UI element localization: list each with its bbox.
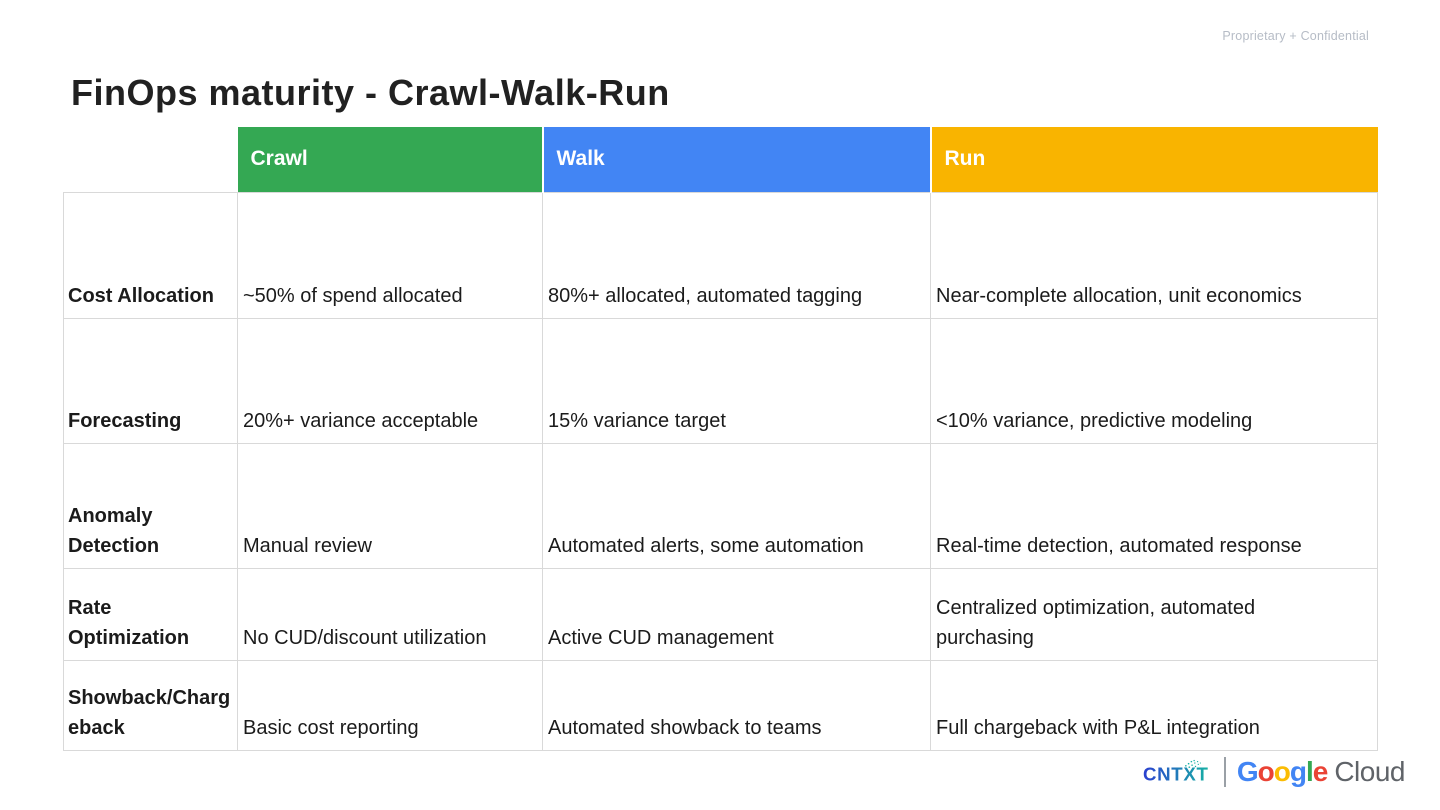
cell-run: <10% variance, predictive modeling — [930, 317, 1378, 444]
maturity-table-container: Crawl Walk Run Cost Allocation ~50% of s… — [63, 127, 1378, 751]
row-header: Anomaly Detection — [63, 442, 238, 569]
cntxt-logo-text: CNTXT — [1143, 763, 1209, 784]
column-header-crawl: Crawl — [237, 127, 543, 192]
google-cloud-label: Cloud — [1334, 756, 1405, 787]
cell-crawl: Manual review — [237, 442, 543, 569]
cell-run: Real-time detection, automated response — [930, 442, 1378, 569]
google-letter: e — [1312, 756, 1329, 787]
logo-divider — [1224, 757, 1226, 787]
google-letter: g — [1289, 756, 1307, 787]
google-letter: l — [1305, 756, 1314, 787]
table-row-cost-allocation: Cost Allocation ~50% of spend allocated … — [63, 191, 1378, 319]
row-header: Cost Allocation — [63, 191, 238, 319]
cell-crawl: ~50% of spend allocated — [237, 191, 543, 319]
table-row-forecasting: Forecasting 20%+ variance acceptable 15%… — [63, 317, 1378, 444]
google-letter: o — [1273, 756, 1291, 787]
cntxt-logo: CNTXT — [1143, 759, 1209, 784]
column-header-walk: Walk — [541, 127, 931, 192]
google-wordmark: Google — [1236, 756, 1329, 788]
table-header-row: Crawl Walk Run — [64, 127, 1378, 192]
cell-walk: Active CUD management — [542, 567, 931, 661]
google-letter: o — [1257, 756, 1275, 787]
cell-run: Full chargeback with P&L integration — [930, 659, 1378, 751]
table-corner-cell — [64, 127, 238, 192]
footer-logos: CNTXT Google Cloud — [1143, 750, 1405, 794]
column-header-run: Run — [929, 127, 1378, 192]
maturity-table: Crawl Walk Run Cost Allocation ~50% of s… — [63, 127, 1378, 751]
page-title: FinOps maturity - Crawl-Walk-Run — [71, 72, 670, 113]
cell-walk: Automated alerts, some automation — [542, 442, 931, 569]
google-letter: G — [1236, 756, 1259, 787]
row-header: Forecasting — [63, 317, 238, 444]
confidential-watermark: Proprietary + Confidential — [1222, 29, 1369, 43]
row-header: Rate Optimization — [63, 567, 238, 661]
cell-run: Near-complete allocation, unit economics — [930, 191, 1378, 319]
cell-run: Centralized optimization, automated purc… — [930, 567, 1378, 661]
cell-crawl: 20%+ variance acceptable — [237, 317, 543, 444]
cell-crawl: No CUD/discount utilization — [237, 567, 543, 661]
cell-crawl: Basic cost reporting — [237, 659, 543, 751]
table-row-showback-chargeback: Showback/Chargeback Basic cost reporting… — [63, 659, 1378, 751]
row-header: Showback/Chargeback — [63, 659, 238, 751]
table-row-rate-optimization: Rate Optimization No CUD/discount utiliz… — [63, 567, 1378, 661]
cell-walk: Automated showback to teams — [542, 659, 931, 751]
cntxt-logo-dots — [1185, 759, 1201, 768]
cell-walk: 15% variance target — [542, 317, 931, 444]
cell-walk: 80%+ allocated, automated tagging — [542, 191, 931, 319]
google-cloud-logo: Google Cloud — [1236, 756, 1406, 788]
table-row-anomaly-detection: Anomaly Detection Manual review Automate… — [63, 442, 1378, 569]
